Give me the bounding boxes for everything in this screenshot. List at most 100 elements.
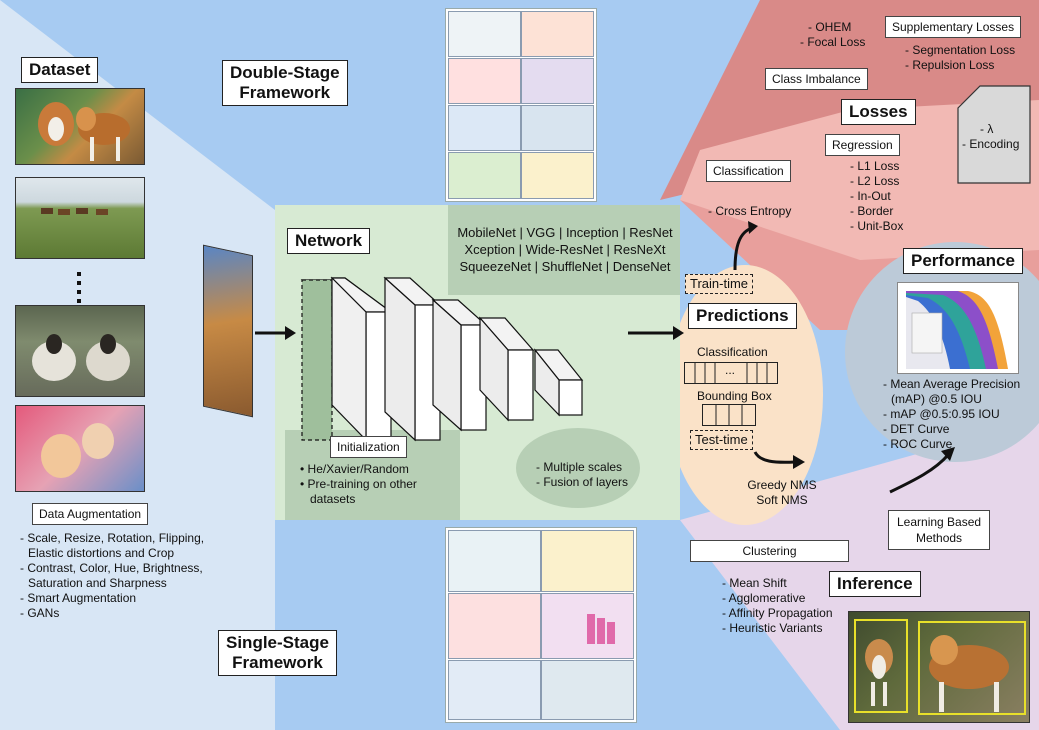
learning-based-methods: Learning Based Methods <box>888 510 991 550</box>
clustering-label: Clustering <box>690 540 849 562</box>
losses-title: Losses <box>841 99 916 125</box>
double-stage-title: Double-Stage Framework <box>222 60 348 106</box>
single-stage-title-line1: Single-Stage <box>226 633 329 652</box>
inference-title: Inference <box>829 571 921 597</box>
regression-background <box>680 100 1039 260</box>
architecture-thumbnail <box>448 593 541 659</box>
augmentation-background <box>0 495 275 730</box>
clustering-item: - Heuristic Variants <box>722 621 823 635</box>
supplementary-losses-label: Supplementary Losses <box>885 16 1022 38</box>
architecture-thumbnail <box>521 105 594 151</box>
dataset-title: Dataset <box>21 57 99 83</box>
sheep-icon <box>32 334 130 381</box>
initialization-item: • He/Xavier/Random <box>300 462 409 476</box>
architecture-thumbnail <box>521 11 594 57</box>
performance-list: - Mean Average Precision (mAP) @0.5 IOU … <box>883 377 1020 452</box>
dataset-image-dogs <box>15 88 145 165</box>
supplementary-list: - Segmentation Loss - Repulsion Loss <box>905 43 1015 73</box>
nms-list: Greedy NMS Soft NMS <box>742 478 822 508</box>
learning-based-line2: Methods <box>916 531 963 545</box>
prediction-bbox-label: Bounding Box <box>697 389 772 403</box>
augmentation-item: - Smart Augmentation <box>20 591 137 605</box>
predictions-ellipse <box>667 265 823 525</box>
prediction-classification-label: Classification <box>697 345 768 359</box>
performance-title: Performance <box>903 248 1023 274</box>
augmentation-item: Saturation and Sharpness <box>28 576 167 590</box>
class-imbalance-list: - OHEM - Focal Loss <box>800 20 865 50</box>
scales-list: - Multiple scales - Fusion of layers <box>536 460 628 490</box>
architecture-thumbnail <box>448 105 521 151</box>
cattle-icon <box>41 208 108 215</box>
kitten-icon <box>41 423 114 478</box>
encoding-list: - λ - Encoding <box>962 122 1019 152</box>
augmentation-item: - Scale, Resize, Rotation, Flipping, <box>20 531 205 545</box>
encoding-item: - λ <box>980 122 994 136</box>
scales-item: - Fusion of layers <box>536 475 629 489</box>
predictions-title: Predictions <box>688 303 797 329</box>
class-score-cells <box>694 363 768 383</box>
encoding-shape <box>957 85 1031 184</box>
scales-ellipse <box>516 428 640 508</box>
clustering-list: - Mean Shift - Agglomerative - Affinity … <box>722 576 833 636</box>
dataset-image-sheep <box>15 305 145 397</box>
encoding-item: - Encoding <box>962 137 1020 151</box>
architecture-thumbnail <box>541 593 634 659</box>
regression-item: - Border <box>850 204 894 218</box>
augmentation-item: Elastic distortions and Crop <box>28 546 175 560</box>
backbone-line: MobileNet | VGG | Inception | ResNet <box>457 225 673 240</box>
augmentation-list: - Scale, Resize, Rotation, Flipping, Ela… <box>20 531 204 621</box>
nms-item: Greedy NMS <box>747 478 817 492</box>
bbox-cells <box>715 405 743 425</box>
regression-label: Regression <box>825 134 900 156</box>
augmentation-item: - Contrast, Color, Hue, Brightness, <box>20 561 203 575</box>
architecture-thumbnail <box>448 11 521 57</box>
dataset-image-kittens <box>15 405 145 492</box>
architecture-thumbnail <box>448 530 541 592</box>
performance-item: - mAP @0.5:0.95 IOU <box>883 407 1000 421</box>
class-imbalance-item: - Focal Loss <box>800 35 866 49</box>
pink-pyramid-icon <box>587 614 615 644</box>
architecture-thumbnail <box>448 152 521 199</box>
single-stage-title-line2: Framework <box>232 653 323 672</box>
test-time-label: Test-time <box>690 430 753 450</box>
class-score-ellipsis: ... <box>725 363 736 377</box>
network-title: Network <box>287 228 371 254</box>
nms-item: Soft NMS <box>756 493 808 507</box>
cross-entropy-item: - Cross Entropy <box>708 204 792 218</box>
more-images-dots <box>77 272 81 303</box>
pr-curve-icon <box>898 283 1018 373</box>
class-score-vector: ... <box>684 362 778 384</box>
backbone-line: SqueezeNet | ShuffleNet | DenseNet <box>459 259 671 274</box>
bbox-vector <box>702 404 756 426</box>
input-image <box>203 244 253 418</box>
initialization-item: datasets <box>310 492 356 506</box>
single-stage-architectures <box>445 527 637 723</box>
network-layers <box>300 276 584 442</box>
train-time-label: Train-time <box>685 274 754 294</box>
performance-item: - DET Curve <box>883 422 950 436</box>
architecture-thumbnail <box>521 152 594 199</box>
clustering-item: - Mean Shift <box>722 576 787 590</box>
regression-item: - Unit-Box <box>850 219 904 233</box>
classification-loss-label: Classification <box>706 160 791 182</box>
precision-recall-chart <box>897 282 1019 374</box>
regression-item: - In-Out <box>850 189 891 203</box>
architecture-thumbnail <box>448 660 541 720</box>
detected-dogs-icon <box>854 619 1026 715</box>
initialization-label: Initialization <box>330 436 407 458</box>
clustering-item: - Agglomerative <box>722 591 806 605</box>
class-imbalance-label: Class Imbalance <box>765 68 868 90</box>
class-imbalance-item: - OHEM <box>808 20 852 34</box>
architecture-thumbnail <box>541 530 634 592</box>
performance-item: - Mean Average Precision <box>883 377 1021 391</box>
scales-item: - Multiple scales <box>536 460 623 474</box>
performance-item: (mAP) @0.5 IOU <box>891 392 982 406</box>
double-stage-title-line1: Double-Stage <box>230 63 340 82</box>
backbone-panel <box>448 205 680 295</box>
performance-item: - ROC Curve <box>883 437 953 451</box>
clustering-item: - Affinity Propagation <box>722 606 833 620</box>
architecture-thumbnail <box>541 660 634 720</box>
initialization-list: • He/Xavier/Random • Pre-training on oth… <box>300 462 417 507</box>
regression-item: - L2 Loss <box>850 174 900 188</box>
double-stage-architectures <box>445 8 597 202</box>
